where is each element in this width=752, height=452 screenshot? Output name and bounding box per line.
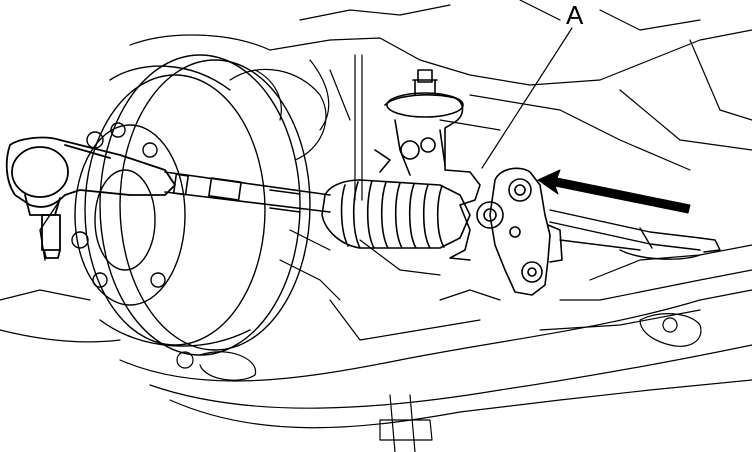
tie-rod	[164, 171, 331, 213]
right-tie-rod	[549, 209, 721, 260]
callout-a-leader	[481, 27, 573, 169]
rack-boot	[321, 179, 471, 249]
mounting-bracket	[489, 167, 563, 296]
tie-rod-end	[5, 136, 176, 259]
arrow-left-icon	[537, 169, 691, 214]
steering-gear-housing	[374, 69, 504, 261]
callout-label-a: A	[566, 0, 584, 30]
